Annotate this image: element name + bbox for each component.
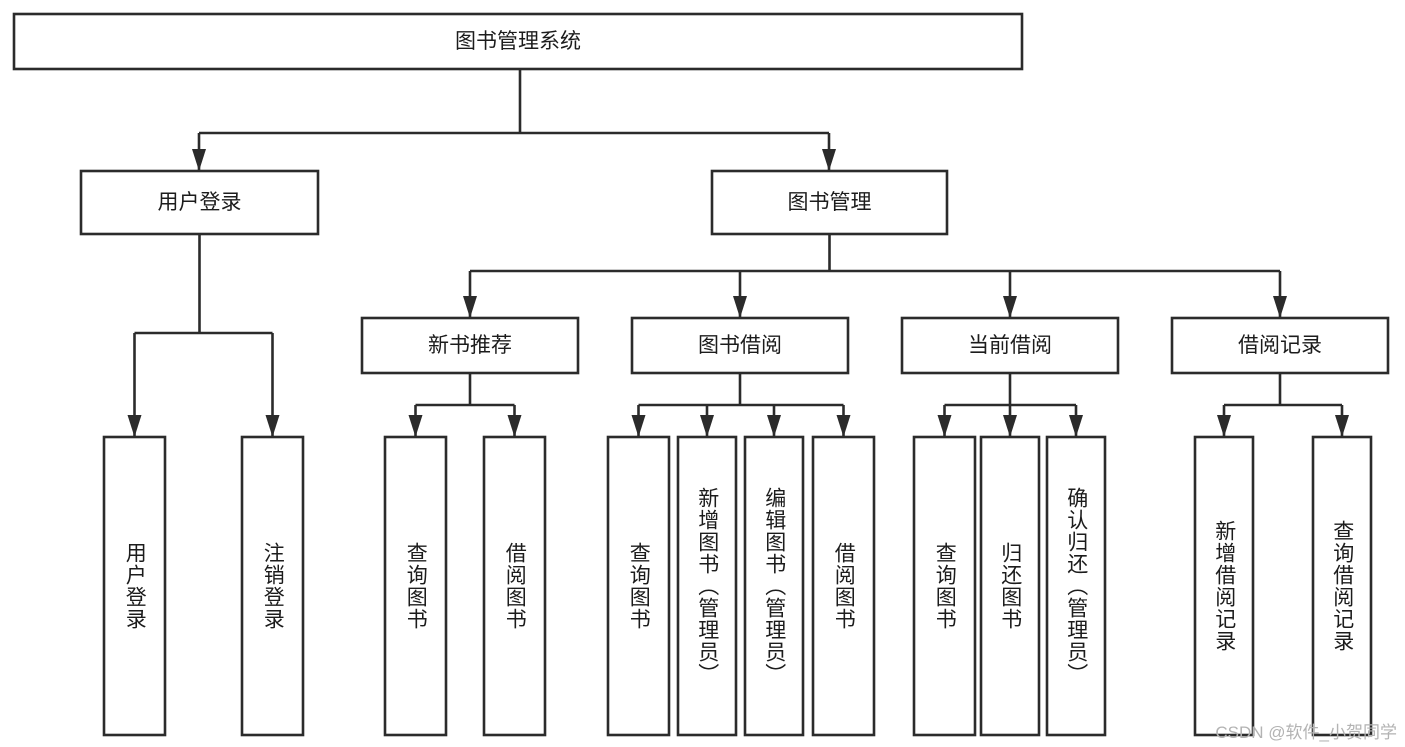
- node-box-leaf[interactable]: [811, 435, 876, 737]
- node-box-leaf[interactable]: [1311, 435, 1373, 737]
- csdn-watermark: CSDN @软件_小贺同学: [1215, 723, 1397, 742]
- node-box-leaf[interactable]: [743, 435, 805, 737]
- arrowhead-leaf: [127, 415, 142, 437]
- arrowhead-leaf: [507, 415, 522, 437]
- node-box-leaf[interactable]: [383, 435, 448, 737]
- node-label-borrow-record: 借阅记录: [1238, 334, 1322, 357]
- node-label-root: 图书管理系统: [455, 30, 581, 53]
- node-label-current-borrow: 当前借阅: [968, 334, 1052, 357]
- node-box-root[interactable]: [12, 12, 1024, 71]
- node-box-leaf[interactable]: [676, 435, 738, 737]
- node-box-leaf[interactable]: [102, 435, 167, 737]
- arrowhead-leaf: [265, 415, 280, 437]
- node-label-new-book-recommend: 新书推荐: [428, 334, 512, 357]
- arrowhead-leaf: [1003, 415, 1017, 437]
- node-box-current-borrow[interactable]: [900, 316, 1120, 375]
- arrowhead-level2-2: [822, 149, 836, 171]
- arrowhead-level2-1: [192, 149, 206, 171]
- arrowhead-leaf: [1069, 415, 1083, 437]
- arrowhead-leaf: [836, 415, 851, 437]
- arrowhead-leaf: [767, 415, 781, 437]
- node-box-leaf[interactable]: [606, 435, 671, 737]
- arrowhead-current-borrow: [1003, 296, 1017, 318]
- node-label-book-borrow: 图书借阅: [698, 334, 782, 357]
- arrowhead-leaf: [937, 415, 952, 437]
- node-box-leaf[interactable]: [1193, 435, 1255, 737]
- node-label-user-login: 用户登录: [158, 191, 242, 214]
- arrowhead-leaf: [1217, 415, 1231, 437]
- node-box-book-borrow[interactable]: [630, 316, 850, 375]
- node-box-leaf[interactable]: [979, 435, 1041, 737]
- arrowhead-new-book-recommend: [463, 296, 477, 318]
- arrowhead-leaf: [408, 415, 423, 437]
- node-box-leaf[interactable]: [912, 435, 977, 737]
- node-box-book-management[interactable]: [710, 169, 949, 236]
- node-box-new-book-recommend[interactable]: [360, 316, 580, 375]
- node-box-user-login[interactable]: [79, 169, 320, 236]
- connector-layer: [127, 69, 1349, 437]
- node-box-leaf[interactable]: [240, 435, 305, 737]
- arrowhead-leaf: [1335, 415, 1349, 437]
- node-box-leaf[interactable]: [1045, 435, 1107, 737]
- arrowhead-book-borrow: [733, 296, 747, 318]
- node-box-leaf[interactable]: [482, 435, 547, 737]
- node-box-layer: [12, 12, 1390, 737]
- node-box-borrow-record[interactable]: [1170, 316, 1390, 375]
- arrowhead-leaf: [631, 415, 646, 437]
- arrowhead-borrow-record: [1273, 296, 1287, 318]
- node-label-book-management: 图书管理: [788, 191, 872, 214]
- arrowhead-leaf: [700, 415, 714, 437]
